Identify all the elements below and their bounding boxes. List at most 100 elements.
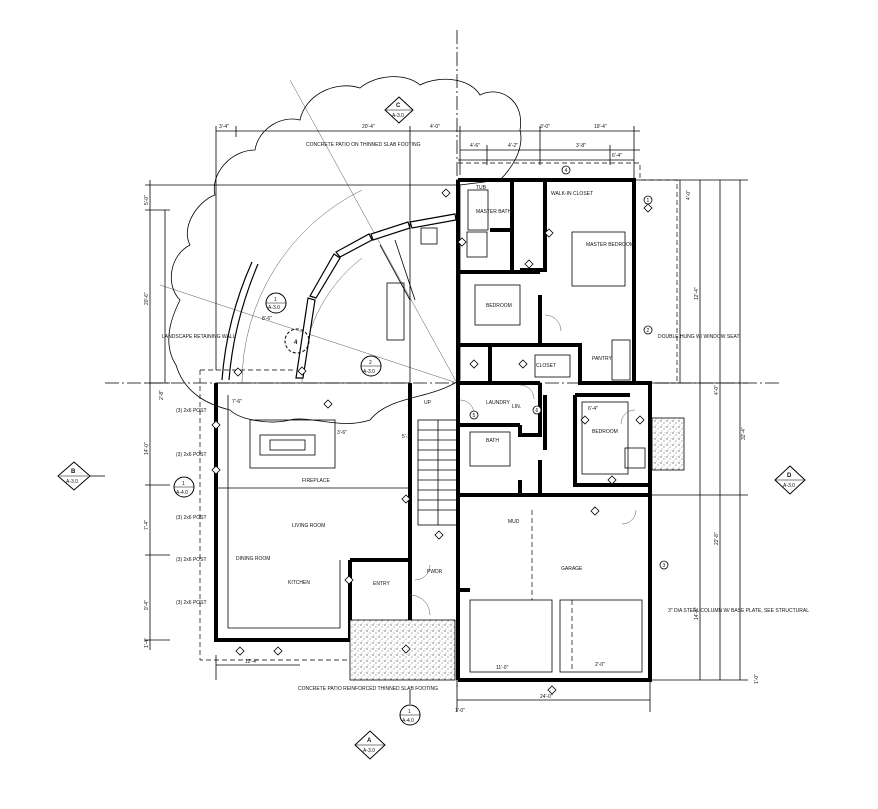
window-tag <box>643 203 653 213</box>
dim-misc: 5'-2" <box>402 434 412 440</box>
window-tag <box>524 259 534 269</box>
window-tag <box>401 644 411 654</box>
side-concrete-slab <box>651 417 685 471</box>
room-label-pwdr: PWDR <box>427 569 443 575</box>
window-tag <box>635 415 645 425</box>
dim-top-4: 3'-0" <box>540 124 550 130</box>
window-tag <box>441 188 451 198</box>
svg-text:D: D <box>787 473 792 479</box>
door-tag: 5 <box>469 410 479 420</box>
dim-top-inner-3: 3'-8" <box>576 143 586 149</box>
window-tags <box>211 188 653 695</box>
room-label-master-bath: MASTER BATH <box>476 209 512 215</box>
dim-left-1: 5'-0" <box>144 195 150 205</box>
post-label: (3) 2x6 POST <box>176 557 207 563</box>
post-label: (3) 2x6 POST <box>176 600 207 606</box>
dim-right-2: 12'-4" <box>694 287 700 300</box>
window-tag <box>273 646 283 656</box>
dim-top-3: 4'-0" <box>430 124 440 130</box>
section-marker-top: C A-3.0 <box>384 96 414 124</box>
dim-right-3: 32'-4" <box>741 427 747 440</box>
detail-bubble-wall-left: 1 A-4.0 <box>173 476 195 498</box>
window-tag <box>469 359 479 369</box>
svg-text:A-3.0: A-3.0 <box>363 748 375 754</box>
dim-right-7: 1'-0" <box>754 674 760 684</box>
svg-text:2: 2 <box>369 360 372 366</box>
fireplace <box>259 434 316 456</box>
svg-text:A-3.0: A-3.0 <box>66 479 78 485</box>
note-patio: CONCRETE PATIO ON THINNED SLAB FOOTING <box>306 142 421 148</box>
door-tag: 2 <box>643 325 653 335</box>
detail-bubble-patio: 1 A-3.0 <box>265 292 287 314</box>
section-marker-left: B A-3.0 <box>57 461 105 491</box>
right-dimension-lines <box>634 179 748 681</box>
dim-left-4: 14'-0" <box>144 442 150 455</box>
svg-text:A-3.0: A-3.0 <box>268 305 280 311</box>
dim-right-1: 4'-0" <box>686 190 692 200</box>
door-tag-label: 5 <box>473 413 476 419</box>
window-tag <box>401 494 411 504</box>
svg-text:A-4.0: A-4.0 <box>402 718 414 724</box>
dim-top-inner-1: 4'-6" <box>470 143 480 149</box>
dim-left-2: 20'-6" <box>144 292 150 305</box>
dim-left-3: 2'-8" <box>159 390 165 400</box>
dim-top-inner-4: 6'-4" <box>612 153 622 159</box>
dim-right-6: 4'-0" <box>714 385 720 395</box>
room-label-laundry: LAUNDRY <box>486 400 510 406</box>
window-tag <box>211 420 221 430</box>
section-marker-bottom: A A-3.0 <box>354 730 386 760</box>
svg-text:A-3.0: A-3.0 <box>783 483 795 489</box>
window-tag <box>434 530 444 540</box>
patio-arc <box>241 189 363 384</box>
room-label-bedroom: BEDROOM <box>486 303 512 309</box>
dim-misc: 8'-6" <box>262 316 272 322</box>
room-label-dining: DINING ROOM <box>236 556 270 562</box>
stairs <box>417 419 459 526</box>
window-tag <box>580 415 590 425</box>
dim-top-inner-2: 4'-2" <box>508 143 518 149</box>
wall-reference-bubble: 4 <box>284 328 310 354</box>
svg-text:C: C <box>396 103 401 109</box>
dim-bottom-2: 24'-0" <box>540 694 553 700</box>
door-tag: 6 <box>532 405 542 415</box>
svg-text:1: 1 <box>182 481 185 487</box>
post-label: (3) 2x6 POST <box>176 408 207 414</box>
door-tag-label: 2 <box>647 328 650 334</box>
room-label-entry: ENTRY <box>373 581 391 587</box>
dim-bottom-3: 1'-0" <box>455 708 465 714</box>
angle-guide-line <box>289 79 458 384</box>
room-label-walk-in: WALK-IN CLOSET <box>551 191 593 197</box>
dim-top-5: 19'-4" <box>594 124 607 130</box>
door-tag: 1 <box>643 195 653 205</box>
curved-retaining-wall <box>221 261 253 381</box>
post-label: (3) 2x6 POST <box>176 515 207 521</box>
door-tag: 3 <box>659 560 669 570</box>
room-label-tub: TUB <box>476 185 487 191</box>
dim-top-1: 3'-4" <box>219 124 229 130</box>
window-tag <box>457 237 467 247</box>
post-label: (3) 2x6 POST <box>176 452 207 458</box>
window-tag <box>297 366 307 376</box>
window-tag <box>544 228 554 238</box>
note-curved-wall: LANDSCAPE RETAINING WALL <box>162 334 236 340</box>
svg-text:A-4.0: A-4.0 <box>176 490 188 496</box>
dim-misc: 11'-0" <box>496 665 509 671</box>
note-window-seat: DOUBLE HUNG W/ WINDOW SEAT <box>658 334 740 340</box>
door-tag: 4 <box>561 165 571 175</box>
window-tag <box>323 399 333 409</box>
patio-column <box>386 282 405 341</box>
room-label-linen: LIN. <box>512 404 521 410</box>
door-tag-label: 3 <box>663 563 666 569</box>
door-tag-label: 1 <box>647 198 650 204</box>
curved-deck-wall <box>295 213 457 379</box>
kitchen-island <box>469 599 553 673</box>
bottom-dimension-lines <box>215 655 651 712</box>
room-label-pantry: PANTRY <box>592 356 612 362</box>
window-tag <box>233 367 243 377</box>
dim-bottom-1: 12'-4" <box>245 659 258 665</box>
svg-text:4: 4 <box>294 340 298 346</box>
svg-text:1: 1 <box>274 297 277 303</box>
section-marker-right: D A-3.0 <box>774 465 806 495</box>
room-label-bedroom-2: BEDROOM <box>592 429 618 435</box>
roof-overhang-outline <box>199 370 455 661</box>
